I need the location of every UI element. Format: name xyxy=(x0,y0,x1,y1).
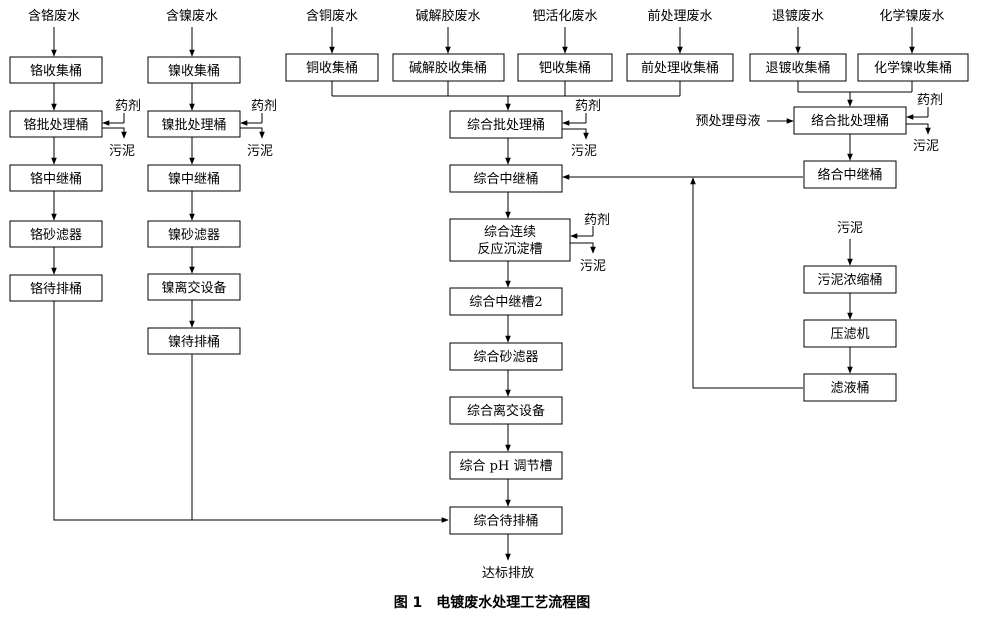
mix-continuous-label-line2: 反应沉淀槽 xyxy=(477,241,542,257)
figure-caption: 图 1 电镀废水处理工艺流程图 xyxy=(394,594,591,611)
cr-wait-label: 铬待排桶 xyxy=(30,281,82,297)
ni-relay-label: 镍中继桶 xyxy=(168,172,220,187)
pd-collect-label: 钯收集桶 xyxy=(539,60,591,76)
colloid-collect-label: 碱解胶收集桶 xyxy=(409,60,487,76)
cr-relay-label: 铬中继桶 xyxy=(30,171,82,187)
cr-batch-box xyxy=(9,110,103,138)
cr-sand-label: 铬砂滤器 xyxy=(30,227,82,243)
mix-continuous-label-line1: 综合连续 xyxy=(484,224,536,240)
cr-wait-box xyxy=(9,274,103,302)
mix-wait-box xyxy=(449,506,563,535)
mix-relay2-box xyxy=(449,287,563,316)
ni-ion-box xyxy=(147,273,241,301)
mix-batch-sludge-label: 污泥 xyxy=(571,144,597,159)
mix-ph-box xyxy=(449,451,563,480)
cr-sludge-label: 污泥 xyxy=(109,144,135,159)
ni-collect-label: 镍收集桶 xyxy=(168,63,220,79)
ni-sand-box xyxy=(147,220,241,248)
source-pre-wastewater: 前处理废水 xyxy=(647,8,712,24)
mix-continuous-reagent-label: 药剂 xyxy=(584,213,610,228)
cu-collect-label: 铜收集桶 xyxy=(306,60,358,76)
ni-batch-box xyxy=(147,110,241,138)
ni-collect-box xyxy=(147,56,241,84)
mix-ion-label: 综合离交设备 xyxy=(467,403,545,419)
cr-sand-box xyxy=(9,220,103,248)
mix-relay-label: 综合中继桶 xyxy=(473,172,538,187)
mix-continuous-sludge-label: 污泥 xyxy=(580,259,606,274)
mix-batch-reagent-label: 药剂 xyxy=(575,99,601,114)
mix-ion-box xyxy=(449,396,563,425)
combo-batch-box xyxy=(793,106,907,135)
cr-collect-label: 铬收集桶 xyxy=(30,63,82,79)
mix-wait-label: 综合待排桶 xyxy=(473,514,538,529)
mix-sand-box xyxy=(449,342,563,371)
filtrate-tank-label: 滤液桶 xyxy=(830,381,869,396)
filter-press-box xyxy=(803,319,897,348)
filtrate-tank-box xyxy=(803,373,897,402)
cr-batch-label: 铬批处理桶 xyxy=(23,117,88,133)
ni-wait-label: 镍待排桶 xyxy=(168,335,220,350)
mix-sand-label: 综合砂滤器 xyxy=(473,350,538,365)
cu-collect-box xyxy=(285,53,379,82)
colloid-collect-box xyxy=(392,53,505,82)
strip-collect-label: 退镀收集桶 xyxy=(765,60,830,76)
filter-press-label: 压滤机 xyxy=(830,327,869,342)
source-ni-wastewater: 含镍废水 xyxy=(166,8,218,24)
pre-mother-liquor-label: 预处理母液 xyxy=(695,114,760,129)
source-pd-wastewater: 钯活化废水 xyxy=(532,8,597,24)
mix-relay-box xyxy=(449,164,563,193)
pre-collect-box xyxy=(626,53,734,82)
combo-sludge-label: 污泥 xyxy=(913,139,939,154)
source-strip-wastewater: 退镀废水 xyxy=(772,8,824,24)
mix-relay2-label: 综合中继槽2 xyxy=(469,295,542,310)
cr-reagent-label: 药剂 xyxy=(115,99,141,114)
source-cu-wastewater: 含铜废水 xyxy=(306,8,358,24)
ni-relay-box xyxy=(147,164,241,192)
source-cr-wastewater: 含铬废水 xyxy=(28,8,80,24)
source-colloid-wastewater: 碱解胶废水 xyxy=(415,8,480,24)
ni-sand-label: 镍砂滤器 xyxy=(168,228,220,243)
combo-reagent-label: 药剂 xyxy=(917,93,943,108)
strip-collect-box xyxy=(749,53,847,82)
mix-batch-box xyxy=(449,110,563,139)
pd-collect-box xyxy=(517,53,613,82)
combo-relay-label: 络合中继桶 xyxy=(817,167,882,183)
cr-collect-box xyxy=(9,56,103,84)
ni-reagent-label: 药剂 xyxy=(251,99,277,114)
ni-wait-box xyxy=(147,327,241,355)
source-chemni-wastewater: 化学镍废水 xyxy=(879,8,944,24)
mix-ph-label: 综合 pH 调节槽 xyxy=(460,459,553,474)
ni-ion-label: 镍离交设备 xyxy=(161,280,226,296)
combo-relay-box xyxy=(803,160,897,189)
sludge-thickener-box xyxy=(803,265,897,294)
chemni-collect-label: 化学镍收集桶 xyxy=(874,60,952,76)
combo-batch-label: 络合批处理桶 xyxy=(811,113,889,129)
sludge-source-label: 污泥 xyxy=(837,221,863,236)
ni-sludge-label: 污泥 xyxy=(247,144,273,159)
ni-batch-label: 镍批处理桶 xyxy=(161,118,226,133)
mix-continuous-box xyxy=(449,218,571,262)
chemni-collect-box xyxy=(857,53,969,82)
discharge-label: 达标排放 xyxy=(482,566,534,581)
mix-batch-label: 综合批处理桶 xyxy=(467,118,545,133)
pre-collect-label: 前处理收集桶 xyxy=(641,60,719,76)
cr-relay-box xyxy=(9,164,103,192)
sludge-thickener-label: 污泥浓缩桶 xyxy=(817,272,882,288)
